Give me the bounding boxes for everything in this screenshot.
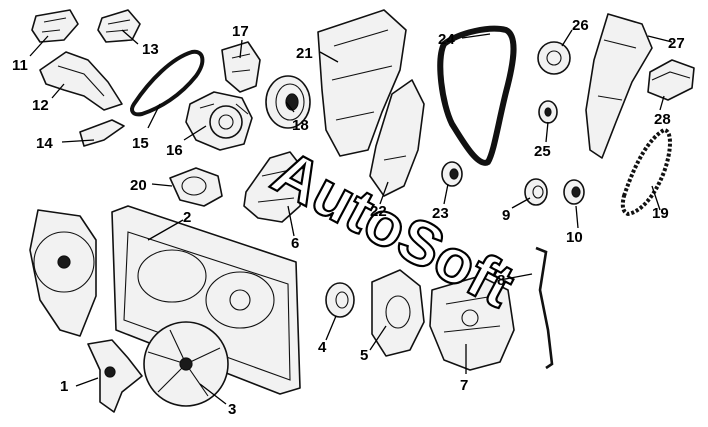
- callout-7: 7: [460, 377, 468, 394]
- part-12-support-bracket: [39, 51, 123, 111]
- callout-23: 23: [432, 205, 449, 222]
- part-26-sprocket: [537, 41, 571, 75]
- callout-28: 28: [654, 111, 671, 128]
- part-16-water-pump: [185, 91, 253, 151]
- part-25-idler-bearing: [538, 100, 558, 124]
- callout-22: 22: [370, 203, 387, 220]
- part-10-gear: [563, 179, 585, 205]
- callout-11: 11: [12, 57, 28, 74]
- callout-13: 13: [142, 41, 159, 58]
- callout-10: 10: [566, 229, 583, 246]
- callout-17: 17: [232, 23, 249, 40]
- part-7-pump-assembly: [429, 275, 515, 371]
- callout-20: 20: [130, 177, 147, 194]
- part-6-engine-mount: [243, 151, 305, 223]
- part-27-rear-cover: [585, 13, 653, 159]
- part-19-chain: [620, 127, 672, 217]
- part-23-bearing: [441, 161, 463, 187]
- part-1-fan-blade: [87, 339, 143, 413]
- part-28-module: [647, 59, 695, 101]
- part-5-oil-pump-housing: [371, 269, 425, 357]
- callout-25: 25: [534, 143, 551, 160]
- callout-6: 6: [291, 235, 299, 252]
- callout-15: 15: [132, 135, 149, 152]
- callout-8: 8: [497, 272, 505, 289]
- part-13-sensor-block: [97, 9, 141, 43]
- part-20-thermostat-housing: [169, 167, 223, 207]
- callout-14: 14: [36, 135, 53, 152]
- part-4-sprocket: [325, 282, 355, 318]
- part-17-mount-bracket: [221, 41, 261, 93]
- callout-26: 26: [572, 17, 589, 34]
- callout-1: 1: [60, 378, 68, 395]
- callout-2: 2: [183, 209, 191, 226]
- callout-12: 12: [32, 97, 49, 114]
- callout-24: 24: [438, 31, 455, 48]
- part-15-auxiliary-belt: [130, 49, 205, 117]
- leader-lines: [29, 29, 673, 405]
- part-14-angle-bracket: [79, 119, 125, 147]
- part-11-bracket: [31, 9, 79, 43]
- part-8-dipstick: [535, 246, 554, 370]
- part-3-fan: [143, 321, 229, 407]
- callout-labels: 1 2 3 4 5 6 7 8 9 10 11 12 13 14 15 16 1…: [12, 17, 685, 418]
- callout-9: 9: [502, 207, 510, 224]
- callout-21: 21: [296, 45, 313, 62]
- callout-18: 18: [292, 117, 309, 134]
- callout-27: 27: [668, 35, 685, 52]
- callout-19: 19: [652, 205, 669, 222]
- callout-4: 4: [318, 339, 327, 356]
- callout-16: 16: [166, 142, 183, 159]
- callout-3: 3: [228, 401, 236, 418]
- part-22-inner-cover: [369, 79, 425, 197]
- callout-5: 5: [360, 347, 368, 364]
- part-2-fan-shroud: [111, 205, 301, 395]
- part-21-timing-cover: [317, 9, 407, 157]
- part-9-gear: [524, 178, 548, 206]
- part-24-timing-belt: [437, 25, 517, 166]
- small-fan-assembly: [29, 209, 97, 337]
